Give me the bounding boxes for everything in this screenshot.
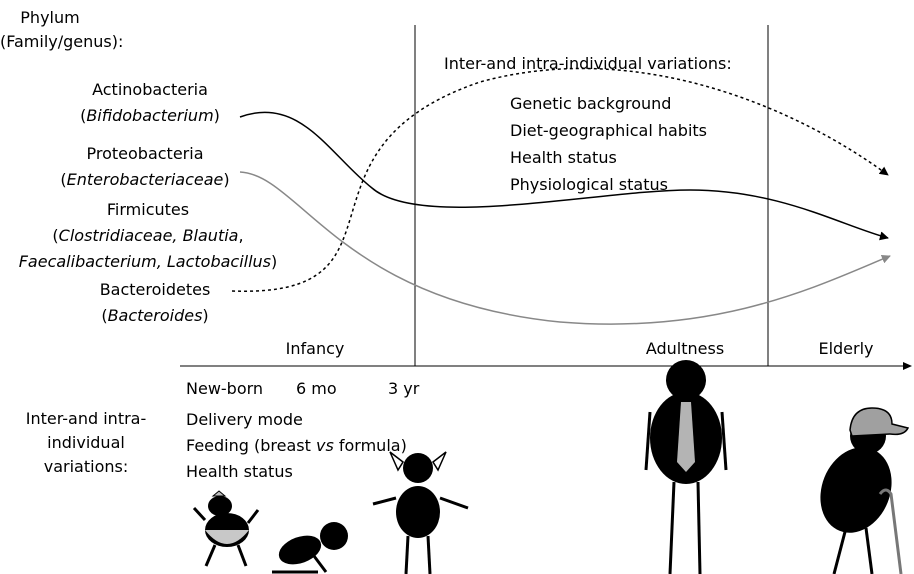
stage-label-infancy: Infancy [285, 339, 345, 358]
toddler-icon [372, 451, 469, 574]
infant-variations-label-line: Inter-and intra- [25, 409, 147, 428]
taxon-actinobacteria: Actinobacteria (Bifidobacterium) [60, 80, 240, 126]
adult-variation-item: Diet-geographical habits [510, 121, 708, 140]
taxon-genera-label: (Bifidobacterium) [80, 106, 220, 125]
age-tick-3yr: 3 yr [388, 379, 420, 398]
taxon-genera-label: (Clostridiaceae, Blautia, [52, 226, 244, 245]
infant-variation-item: Health status [186, 462, 293, 481]
taxon-genera-label: (Bacteroides) [101, 306, 209, 325]
adult-icon [644, 360, 728, 574]
infant-variations-label-line: variations: [43, 457, 129, 476]
taxon-bacteroidetes: Bacteroidetes (Bacteroides) [80, 280, 230, 326]
taxon-phylum-label: Actinobacteria [92, 80, 208, 99]
taxon-genera-label: (Enterobacteriaceae) [60, 170, 230, 189]
baby-icon [192, 490, 260, 567]
taxon-genera-label-2: Faecalibacterium, Lactobacillus) [18, 252, 278, 271]
infant-variations-label: Inter-and intra- individual variations: [8, 409, 164, 477]
crawling-baby-icon [272, 522, 348, 574]
stage-label-adultness: Adultness [645, 339, 725, 358]
proteobacteria-curve [239, 171, 891, 325]
taxon-proteobacteria: Proteobacteria (Enterobacteriaceae) [50, 144, 240, 190]
taxon-phylum-label: Bacteroidetes [99, 280, 211, 299]
adult-variation-item: Physiological status [510, 175, 668, 194]
taxon-phylum-label: Proteobacteria [86, 144, 204, 163]
phylum-header-line2: (Family/genus): [0, 32, 124, 51]
infant-variation-item: Delivery mode [186, 410, 303, 429]
phylum-header-line1: Phylum [20, 8, 80, 27]
actinobacteria-curve [239, 111, 889, 241]
bacteroidetes-curve [231, 67, 889, 292]
taxon-phylum-label: Firmicutes [106, 200, 190, 219]
phylum-header: Phylum (Family/genus): [0, 8, 124, 52]
infant-variation-item: Feeding (breast vs formula) [186, 436, 407, 455]
infant-variations-label-line: individual [47, 433, 125, 452]
age-tick-6mo: 6 mo [296, 379, 337, 398]
adult-variation-item: Genetic background [510, 94, 672, 113]
age-tick-newborn: New-born [186, 379, 264, 398]
taxon-firmicutes: Firmicutes (Clostridiaceae, Blautia, Fae… [4, 200, 292, 272]
adult-variations-title: Inter-and intra-individual variations: [444, 54, 732, 73]
stage-label-elderly: Elderly [818, 339, 874, 358]
timeline-arrow-icon [903, 362, 912, 370]
elderly-icon [820, 407, 910, 574]
adult-variation-item: Health status [510, 148, 617, 167]
